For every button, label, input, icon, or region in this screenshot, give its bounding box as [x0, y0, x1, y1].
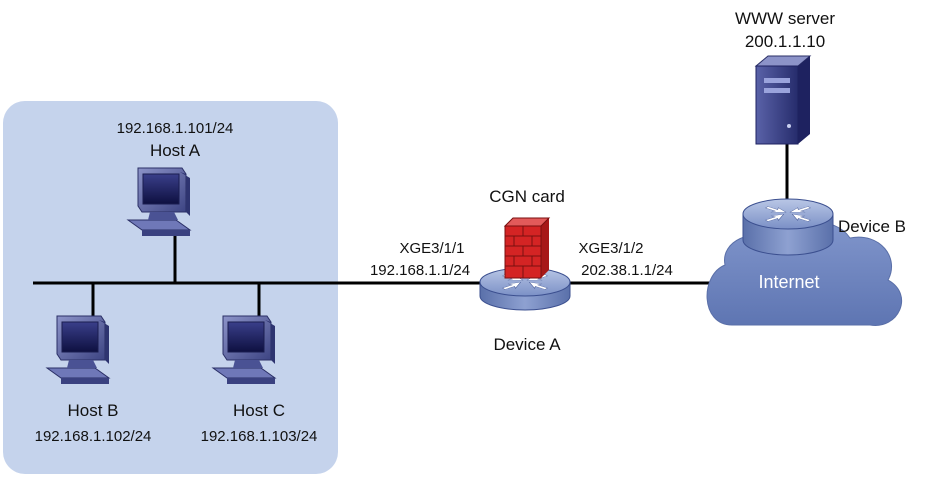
device-a-if-in: XGE3/1/1 [399, 240, 465, 257]
host-a-ip: 192.168.1.101/24 [116, 120, 234, 137]
host-c-ip: 192.168.1.103/24 [200, 428, 318, 445]
device-a-name: Device A [493, 335, 561, 354]
internet-label: Internet [758, 272, 820, 292]
device-a-ip-in: 192.168.1.1/24 [369, 262, 471, 279]
device-a-ip-out: 202.38.1.1/24 [581, 262, 673, 279]
host-b-name: Host B [67, 401, 119, 420]
host-a-name: Host A [149, 141, 201, 160]
www-server-icon [754, 55, 812, 145]
server-name: WWW server [734, 9, 836, 28]
device-b-router-icon [742, 198, 834, 256]
host-c-name: Host C [233, 401, 285, 420]
host-b-ip: 192.168.1.102/24 [34, 428, 152, 445]
cgn-card-firewall-icon [503, 217, 551, 279]
device-a-if-out: XGE3/1/2 [578, 240, 644, 257]
links [33, 143, 789, 316]
cgn-card-label: CGN card [489, 187, 565, 206]
device-b-name: Device B [838, 217, 907, 236]
server-ip: 200.1.1.10 [744, 32, 826, 51]
device-a-router-icon [479, 267, 571, 311]
